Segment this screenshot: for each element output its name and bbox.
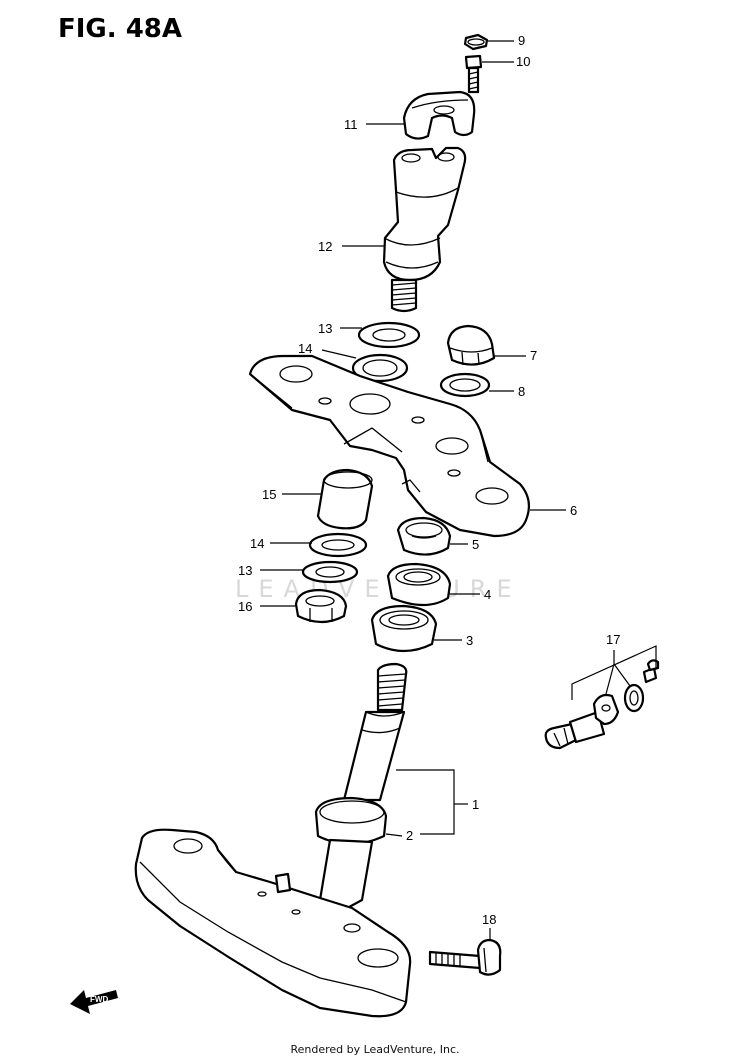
callout-13-lower: 13	[238, 563, 252, 578]
callout-6: 6	[570, 503, 577, 518]
callout-11: 11	[344, 117, 358, 132]
callout-14-upper: 14	[298, 341, 312, 356]
part-14-washer-upper[interactable]	[351, 353, 409, 383]
part-1-steering-stem-assembly[interactable]	[342, 662, 408, 802]
part-5-nut[interactable]	[396, 516, 452, 556]
part-8-washer[interactable]	[439, 372, 491, 398]
callout-5: 5	[472, 537, 479, 552]
part-13-washer-lower[interactable]	[301, 560, 359, 584]
leader-lines	[260, 40, 657, 940]
part-9-screw[interactable]	[463, 33, 489, 51]
callout-18: 18	[482, 912, 496, 927]
callout-9: 9	[518, 33, 525, 48]
part-10-bolt[interactable]	[464, 54, 483, 94]
callout-7: 7	[530, 348, 537, 363]
figure-title: FIG. 48A	[58, 14, 183, 44]
lower-bracket[interactable]	[134, 828, 412, 1018]
footer-credit: Rendered by LeadVenture, Inc.	[290, 1043, 460, 1056]
part-3-bearing[interactable]	[370, 604, 438, 653]
part-18-bolt[interactable]	[428, 938, 502, 976]
fwd-arrow-icon: FWD	[70, 990, 118, 1014]
watermark: LEADVENTURE	[235, 575, 522, 603]
fwd-label: FWD	[90, 995, 108, 1004]
callout-12: 12	[318, 239, 332, 254]
part-12-handlebar-holder[interactable]	[382, 146, 467, 313]
part-13-washer-upper[interactable]	[357, 321, 421, 349]
callout-2: 2	[406, 828, 413, 843]
callout-14-lower: 14	[250, 536, 264, 551]
callout-3: 3	[466, 633, 473, 648]
callout-8: 8	[518, 384, 525, 399]
part-16-nut[interactable]	[294, 588, 348, 624]
part-14-washer-lower[interactable]	[308, 532, 368, 558]
callout-1: 1	[472, 797, 479, 812]
part-7-cap-nut[interactable]	[446, 324, 496, 366]
callout-4: 4	[484, 587, 491, 602]
part-2-bearing-race[interactable]	[314, 796, 388, 846]
callout-labels: 9 10 11 12 13 14 7 8 6 15 5 14 13 4 16 3…	[238, 33, 620, 927]
part-17-steering-lock[interactable]	[544, 659, 660, 750]
callout-17: 17	[606, 632, 620, 647]
part-4-bearing[interactable]	[386, 562, 452, 607]
callout-15: 15	[262, 487, 276, 502]
callout-16: 16	[238, 599, 252, 614]
callout-13-upper: 13	[318, 321, 332, 336]
part-15-spacer[interactable]	[316, 468, 374, 530]
part-11-handlebar-clamp-upper[interactable]	[402, 90, 476, 140]
part-6-upper-bracket[interactable]	[248, 354, 531, 538]
callout-10: 10	[516, 54, 530, 69]
